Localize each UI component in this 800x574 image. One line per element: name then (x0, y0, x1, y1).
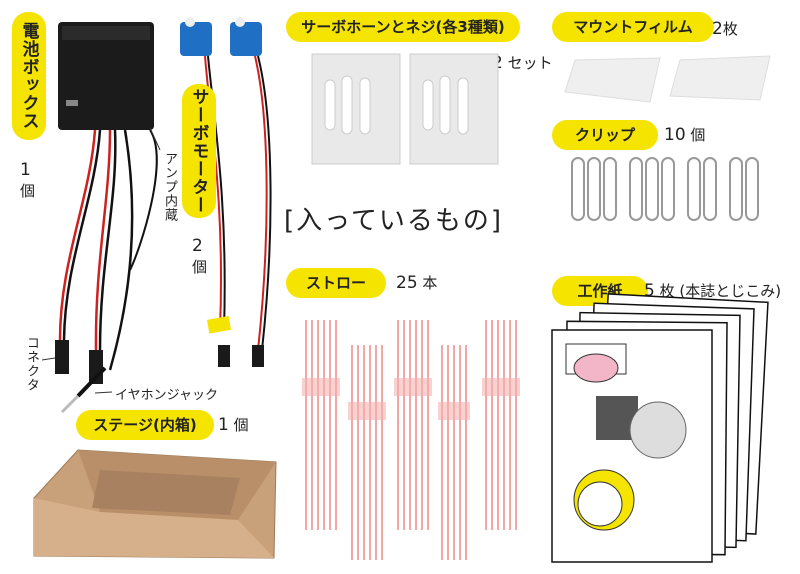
horn-label: サーボホーンとネジ(各3種類) (286, 12, 520, 42)
straw-label: ストロー (286, 268, 386, 298)
paper-qty: 5 枚 (本誌とじこみ) (644, 281, 782, 301)
battery-box-label: 電池ボックス (12, 12, 46, 140)
contents-title: [入っているもの] (284, 206, 503, 236)
stage-qty: 1 個 (218, 415, 249, 435)
clip-qty: 10 個 (664, 125, 706, 145)
jack-label: イヤホンジャック (115, 388, 218, 403)
servo-label: サーボモーター (182, 84, 216, 218)
amp-note: アンプ内蔵 (162, 152, 177, 222)
clip-label: クリップ (552, 120, 658, 150)
mount-film-label: マウントフィルム (552, 12, 714, 42)
straw-qty: 25 本 (396, 273, 438, 293)
mount-film-qty: 2枚 (712, 19, 738, 39)
connector-label: コネクタ (24, 336, 39, 392)
stage-label: ステージ(内箱) (76, 410, 214, 440)
